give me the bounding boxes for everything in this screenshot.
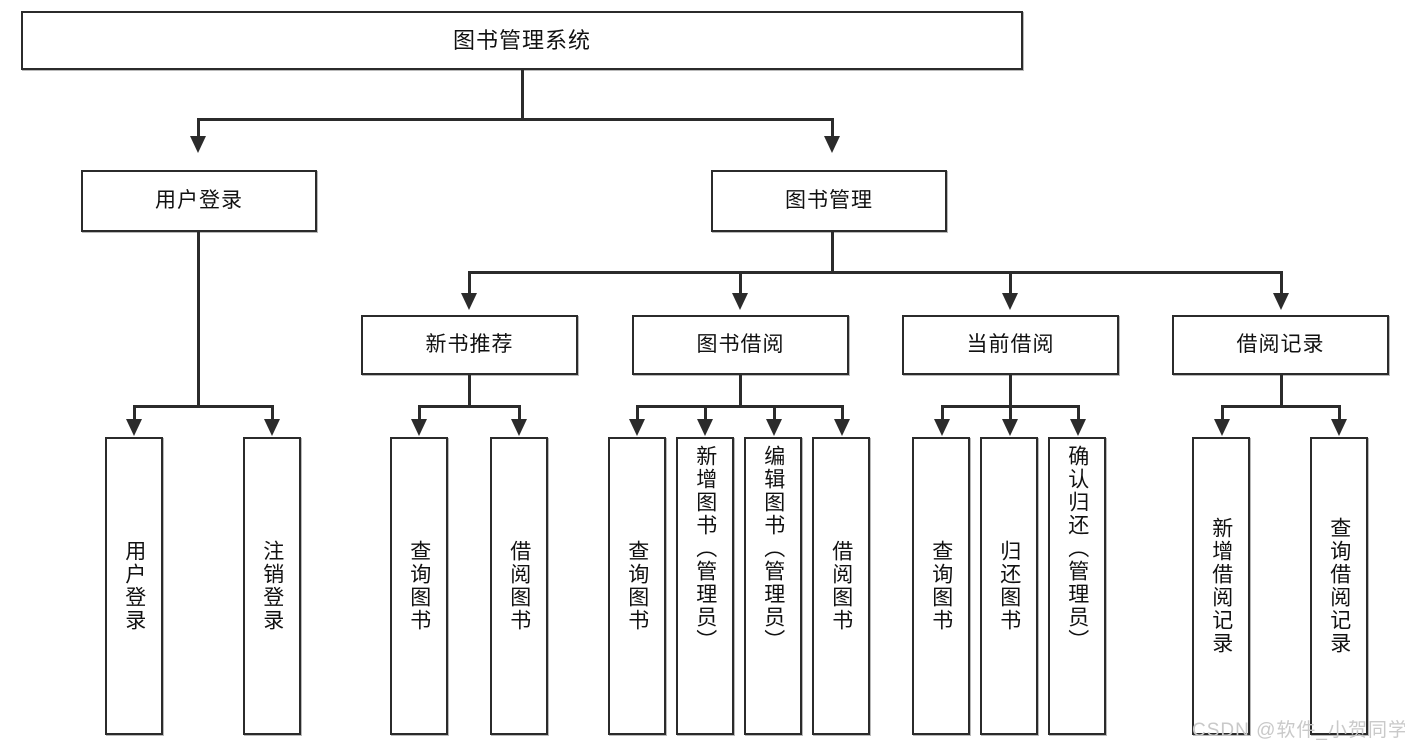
connector-root-bus <box>197 118 834 121</box>
arrowhead-leaf-b3 <box>766 419 782 436</box>
leaf-label: 新增图书（管理员） <box>693 445 717 652</box>
arrowhead-leaf-u1 <box>126 419 142 436</box>
leaf-label: 借阅图书 <box>507 540 531 632</box>
node-new-book-recommend[interactable]: 新书推荐 <box>361 315 578 375</box>
connector-drop-leaf-r1 <box>1221 405 1224 421</box>
leaf-edit-book-admin[interactable]: 编辑图书（管理员） <box>744 437 802 735</box>
arrowhead-book-manage <box>824 136 840 153</box>
connector-drop-leaf-b2 <box>704 405 707 421</box>
connector-drop-leaf-u1 <box>133 405 136 421</box>
connector-drop-leaf-n1 <box>418 405 421 421</box>
connector-drop-leaf-b1 <box>636 405 639 421</box>
connector-drop-book-manage <box>831 118 834 139</box>
arrowhead-leaf-u2 <box>264 419 280 436</box>
connector-user-login-stem <box>197 232 200 405</box>
connector-borrow-record-bus <box>1221 405 1340 408</box>
node-label: 当前借阅 <box>966 332 1055 356</box>
leaf-return-book[interactable]: 归还图书 <box>980 437 1038 735</box>
leaf-label: 查询图书 <box>407 540 431 632</box>
leaf-add-book-admin[interactable]: 新增图书（管理员） <box>676 437 734 735</box>
node-label: 新书推荐 <box>425 332 514 356</box>
connector-user-login-bus <box>133 405 273 408</box>
connector-drop-book-borrow <box>739 271 742 295</box>
connector-drop-leaf-c1 <box>941 405 944 421</box>
leaf-label: 注销登录 <box>260 540 284 632</box>
arrowhead-leaf-c3 <box>1070 419 1086 436</box>
node-current-borrow[interactable]: 当前借阅 <box>902 315 1119 375</box>
node-label: 借阅记录 <box>1236 332 1325 356</box>
arrowhead-leaf-c2 <box>1002 419 1018 436</box>
arrowhead-new-book <box>461 293 477 310</box>
leaf-label: 新增借阅记录 <box>1209 517 1233 655</box>
leaf-logout[interactable]: 注销登录 <box>243 437 301 735</box>
connector-book-borrow-bus <box>636 405 844 408</box>
node-book-management[interactable]: 图书管理 <box>711 170 947 232</box>
arrowhead-leaf-r2 <box>1331 419 1347 436</box>
connector-current-borrow-stem <box>1009 375 1012 405</box>
leaf-user-login[interactable]: 用户登录 <box>105 437 163 735</box>
node-root-system[interactable]: 图书管理系统 <box>21 11 1023 70</box>
leaf-label: 查询图书 <box>929 540 953 632</box>
leaf-borrow-book-recommend[interactable]: 借阅图书 <box>490 437 548 735</box>
leaf-label: 查询借阅记录 <box>1327 517 1351 655</box>
connector-drop-leaf-n2 <box>518 405 521 421</box>
leaf-add-borrow-record[interactable]: 新增借阅记录 <box>1192 437 1250 735</box>
node-user-login[interactable]: 用户登录 <box>81 170 317 232</box>
connector-drop-leaf-r2 <box>1338 405 1341 421</box>
leaf-label: 归还图书 <box>997 540 1021 632</box>
connector-root-stem <box>521 70 524 118</box>
arrowhead-borrow-record <box>1273 293 1289 310</box>
connector-new-book-bus <box>418 405 521 408</box>
leaf-borrow-book[interactable]: 借阅图书 <box>812 437 870 735</box>
leaf-query-book-recommend[interactable]: 查询图书 <box>390 437 448 735</box>
arrowhead-current-borrow <box>1002 293 1018 310</box>
node-label: 图书管理系统 <box>452 27 591 53</box>
csdn-watermark: CSDN @软件_小贺同学 <box>1192 720 1405 741</box>
node-book-borrow[interactable]: 图书借阅 <box>632 315 849 375</box>
leaf-query-book-borrow[interactable]: 查询图书 <box>608 437 666 735</box>
arrowhead-leaf-b4 <box>834 419 850 436</box>
arrowhead-leaf-b2 <box>697 419 713 436</box>
leaf-label: 借阅图书 <box>829 540 853 632</box>
leaf-query-borrow-record[interactable]: 查询借阅记录 <box>1310 437 1368 735</box>
node-label: 用户登录 <box>155 188 243 212</box>
connector-drop-new-book <box>468 271 471 295</box>
arrowhead-leaf-r1 <box>1214 419 1230 436</box>
connector-drop-leaf-b3 <box>773 405 776 421</box>
arrowhead-leaf-n2 <box>511 419 527 436</box>
leaf-label: 用户登录 <box>122 540 146 632</box>
connector-new-book-stem <box>468 375 471 405</box>
connector-borrow-record-stem <box>1280 375 1283 405</box>
arrowhead-user-login <box>190 136 206 153</box>
connector-drop-current-borrow <box>1009 271 1012 295</box>
leaf-query-book-current[interactable]: 查询图书 <box>912 437 970 735</box>
leaf-label: 编辑图书（管理员） <box>761 445 785 652</box>
connector-drop-borrow-record <box>1280 271 1283 295</box>
leaf-label: 确认归还（管理员） <box>1065 445 1089 652</box>
connector-book-manage-stem <box>831 232 834 273</box>
arrowhead-leaf-n1 <box>411 419 427 436</box>
arrowhead-leaf-b1 <box>629 419 645 436</box>
node-label: 图书管理 <box>785 188 873 212</box>
leaf-label: 查询图书 <box>625 540 649 632</box>
connector-drop-leaf-c3 <box>1077 405 1080 421</box>
leaf-confirm-return-admin[interactable]: 确认归还（管理员） <box>1048 437 1106 735</box>
node-borrow-record[interactable]: 借阅记录 <box>1172 315 1389 375</box>
arrowhead-book-borrow <box>732 293 748 310</box>
connector-book-manage-bus <box>468 271 1283 274</box>
node-label: 图书借阅 <box>696 332 785 356</box>
arrowhead-leaf-c1 <box>934 419 950 436</box>
connector-drop-user-login <box>197 118 200 139</box>
connector-drop-leaf-b4 <box>841 405 844 421</box>
connector-drop-leaf-c2 <box>1009 405 1012 421</box>
connector-book-borrow-stem <box>739 375 742 405</box>
connector-drop-leaf-u2 <box>271 405 274 421</box>
